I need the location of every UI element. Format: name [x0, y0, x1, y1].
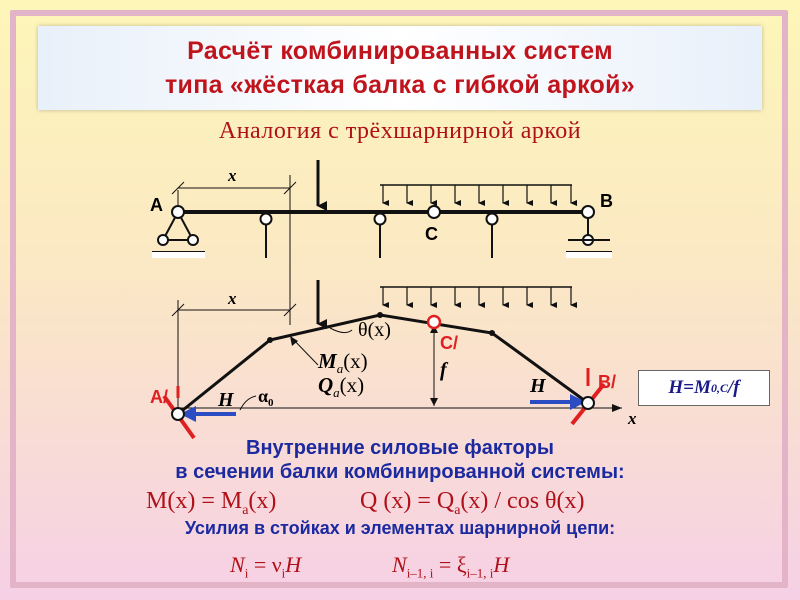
- title-line-1: Расчёт комбинированных систем: [187, 37, 613, 65]
- internal-forces-line-2: в сечении балки комбинированной системы:: [175, 461, 625, 483]
- h-right-label: H: [529, 375, 547, 397]
- ma-label: Ma(x): [317, 349, 368, 376]
- left-pinned-support: [152, 205, 205, 258]
- title-box: Расчёт комбинированных систем типа «жёст…: [38, 26, 762, 110]
- slide-frame: [10, 10, 788, 588]
- arch-axis-x-label: x: [627, 409, 637, 428]
- formula-shear: Q (x) = Qa(x) / cos θ(x): [360, 488, 585, 518]
- distributed-load-arrows: [382, 185, 577, 206]
- subtitle: Аналогия с трёхшарнирной аркой: [218, 118, 582, 144]
- internal-forces-heading: Внутренние силовые факторы в сечении бал…: [0, 436, 800, 484]
- formula-strut-force: Ni = νiH: [230, 552, 302, 581]
- arch-label-b: B/: [598, 372, 616, 392]
- internal-forces-line-1: Внутренние силовые факторы: [246, 437, 554, 459]
- arch-support-right: [570, 368, 606, 426]
- top-beam-group: x: [150, 160, 613, 325]
- arch-x-label: x: [227, 289, 237, 308]
- alpha-arc: [239, 395, 257, 411]
- qa-label: Qa(x): [318, 373, 364, 400]
- top-label-b: B: [600, 191, 613, 211]
- top-x-label: x: [227, 166, 237, 185]
- arch-support-left: [162, 386, 196, 440]
- top-label-c: C: [425, 224, 438, 244]
- forces-heading: Усилия в стойках и элементах шарнирной ц…: [184, 518, 616, 538]
- beam-struts: [259, 212, 499, 258]
- arch-group: x x f: [150, 280, 637, 440]
- beam-hinge-c: [427, 205, 441, 219]
- arch-label-a: A/: [150, 387, 168, 407]
- right-roller-support: [566, 205, 612, 258]
- alpha-label: α0: [258, 386, 274, 409]
- arch-distributed-load-arrows: [382, 287, 577, 308]
- top-label-a: A: [150, 195, 163, 215]
- rise-f-label: f: [440, 359, 449, 381]
- formula-moment: M(x) = Ma(x): [146, 488, 277, 518]
- theta-label: θ(x): [358, 319, 391, 341]
- arch-label-c: C/: [440, 333, 458, 353]
- title-line-2: типа «жёсткая балка с гибкой аркой»: [164, 71, 636, 99]
- h-left-label: H: [217, 389, 235, 411]
- formula-chain-force: Ni–1, i = ξi–1, iH: [392, 552, 510, 581]
- arch-hinge-c: [426, 314, 442, 330]
